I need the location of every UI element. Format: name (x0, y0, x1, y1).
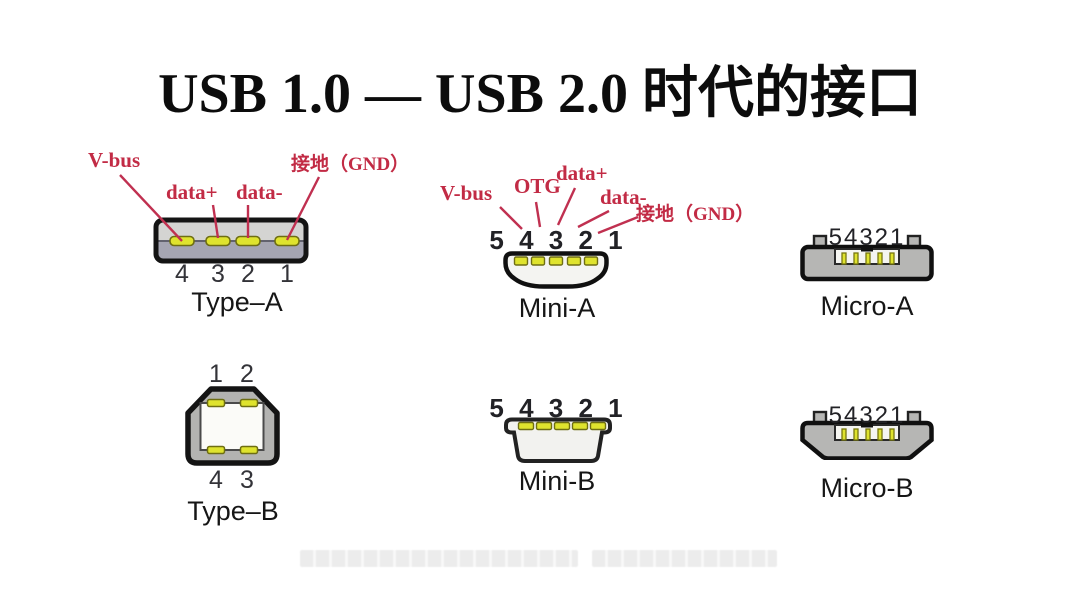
type-a-label: Type–A (191, 287, 283, 317)
mini-a-annotation-gnd: 接地（GND） (636, 204, 755, 225)
mini-a-annotation-data-plus: data+ (556, 161, 608, 185)
mini-a-annotation-data-minus: data- (600, 185, 647, 209)
micro-a-connector (800, 234, 934, 282)
type-a-shell-bottom (156, 241, 306, 261)
type-a-pin-number: 4 (175, 260, 189, 288)
mini-a-annotation-vbus: V-bus (440, 181, 493, 205)
mini-b-pin-contacts (517, 421, 607, 431)
type-b-connector (185, 386, 280, 466)
type-a-annotation-data-plus: data+ (166, 180, 218, 204)
micro-b-connector (800, 410, 934, 460)
type-a-connector (153, 217, 309, 264)
type-a-pin-number: 3 (211, 260, 225, 288)
mini-a-pin-contacts (513, 256, 599, 266)
mini-b-group: 5 4 3 2 1 Mini-B (470, 392, 690, 502)
mini-b-label: Mini-B (518, 466, 596, 496)
page-title: USB 1.0 — USB 2.0 时代的接口 (158, 63, 922, 125)
mini-b-pin-numbers: 5 4 3 2 1 (489, 393, 627, 423)
type-a-pin-number: 1 (280, 260, 294, 288)
type-b-pin-contacts (206, 398, 259, 455)
mini-a-connector (503, 251, 609, 289)
micro-a-pin-contacts (841, 252, 895, 265)
type-b-pin-number: 4 (209, 466, 223, 494)
micro-a-nub (861, 247, 873, 252)
type-b-pin-number: 2 (240, 360, 254, 388)
type-b-cavity (199, 402, 265, 451)
type-a-pin-number: 2 (241, 260, 255, 288)
type-a-annotation-vbus: V-bus (88, 148, 141, 172)
watermark-segment (300, 550, 578, 567)
type-a-group: V-bus data+ data- 接地（GND） 4 3 2 1 Type (60, 145, 420, 330)
mini-a-annotation-otg: OTG (514, 174, 561, 198)
micro-a-label: Micro-A (820, 291, 914, 321)
micro-b-nub (861, 423, 873, 428)
type-b-pin-number: 1 (209, 360, 223, 388)
micro-b-group: 54321 Micro-B (795, 400, 945, 505)
mini-a-pin-numbers: 5 4 3 2 1 (489, 225, 627, 255)
type-b-group: 1 2 4 3 Type–B (160, 358, 320, 538)
micro-a-pin-numbers: 54321 (828, 224, 906, 251)
micro-b-pin-numbers: 54321 (828, 402, 906, 429)
mini-a-group: V-bus OTG data+ data- 接地（GND） 5 4 3 2 1 … (430, 155, 760, 330)
mini-a-label: Mini-A (518, 293, 596, 323)
watermark (300, 550, 777, 567)
type-a-annotation-gnd: 接地（GND） (291, 154, 410, 175)
type-b-label: Type–B (187, 496, 279, 526)
micro-b-pin-contacts (841, 428, 895, 441)
watermark-segment (592, 550, 777, 567)
mini-a-shell (503, 251, 609, 289)
micro-b-label: Micro-B (820, 473, 914, 503)
micro-a-group: 54321 Micro-A (795, 222, 945, 327)
mini-b-connector (504, 417, 612, 463)
type-b-pin-number: 3 (240, 466, 254, 494)
type-a-annotation-data-minus: data- (236, 180, 283, 204)
